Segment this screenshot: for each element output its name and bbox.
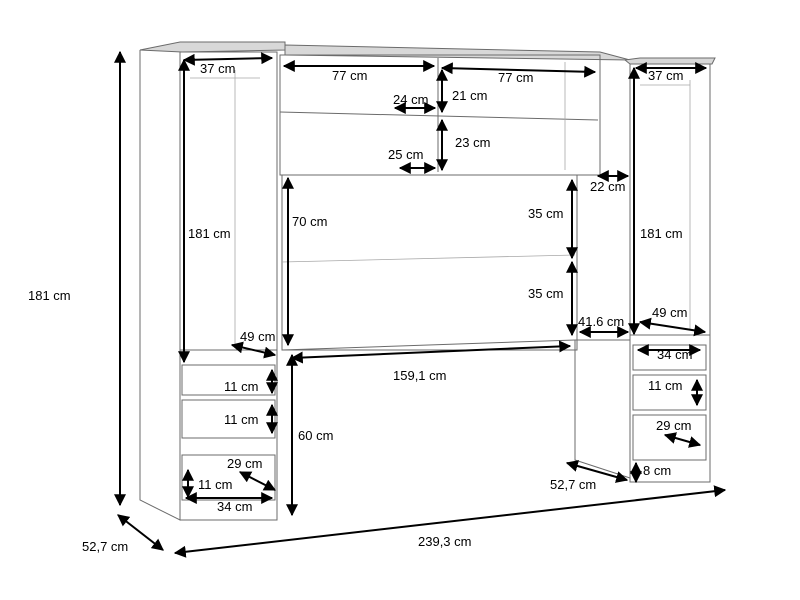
label-right-drawer-11: 11 cm — [648, 378, 682, 393]
label-right-shelf-width: 77 cm — [498, 70, 533, 85]
dimension-arrows — [114, 50, 727, 558]
label-shelf-depth-25: 25 cm — [388, 147, 423, 162]
label-side-depth-52-7: 52,7 cm — [550, 477, 596, 492]
label-total-height: 181 cm — [28, 288, 71, 303]
label-left-drawer1-11: 11 cm — [224, 379, 258, 394]
label-left-drawer3-11: 11 cm — [198, 477, 232, 492]
label-panel-upper-35: 35 cm — [528, 206, 563, 221]
label-lower-height-23: 23 cm — [455, 135, 490, 150]
label-shelf-depth-24: 24 cm — [393, 92, 428, 107]
label-total-width: 239,3 cm — [418, 534, 471, 549]
bridge-shelves — [279, 44, 631, 176]
label-bed-height-60: 60 cm — [298, 428, 333, 443]
label-total-depth: 52,7 cm — [82, 539, 128, 554]
left-wardrobe — [139, 41, 286, 521]
label-bridge-depth-22: 22 cm — [590, 179, 625, 194]
label-left-depth-49: 49 cm — [240, 329, 275, 344]
label-right-top-width: 37 cm — [648, 68, 683, 83]
label-left-drawer-depth-29: 29 cm — [227, 456, 262, 471]
label-right-drawer-depth-29: 29 cm — [656, 418, 691, 433]
label-left-drawer-width-34: 34 cm — [217, 499, 252, 514]
label-left-inner-height: 181 cm — [188, 226, 231, 241]
label-left-drawer2-11: 11 cm — [224, 412, 258, 427]
label-panel-lower-35: 35 cm — [528, 286, 563, 301]
label-gap-41-6: 41.6 cm — [578, 314, 624, 329]
label-upper-height-21: 21 cm — [452, 88, 487, 103]
label-right-depth-49: 49 cm — [652, 305, 687, 320]
label-right-inner-height: 181 cm — [640, 226, 683, 241]
label-left-shelf-width: 77 cm — [332, 68, 367, 83]
label-headboard-height-70: 70 cm — [292, 214, 327, 229]
dimension-labels: 37 cm 77 cm 77 cm 37 cm 24 cm 21 cm 23 c… — [28, 61, 692, 554]
label-right-drawer-width-34: 34 cm — [657, 347, 692, 362]
label-left-top-width: 37 cm — [200, 61, 235, 76]
label-bed-width: 159,1 cm — [393, 368, 446, 383]
label-right-plinth-8: 8 cm — [643, 463, 671, 478]
